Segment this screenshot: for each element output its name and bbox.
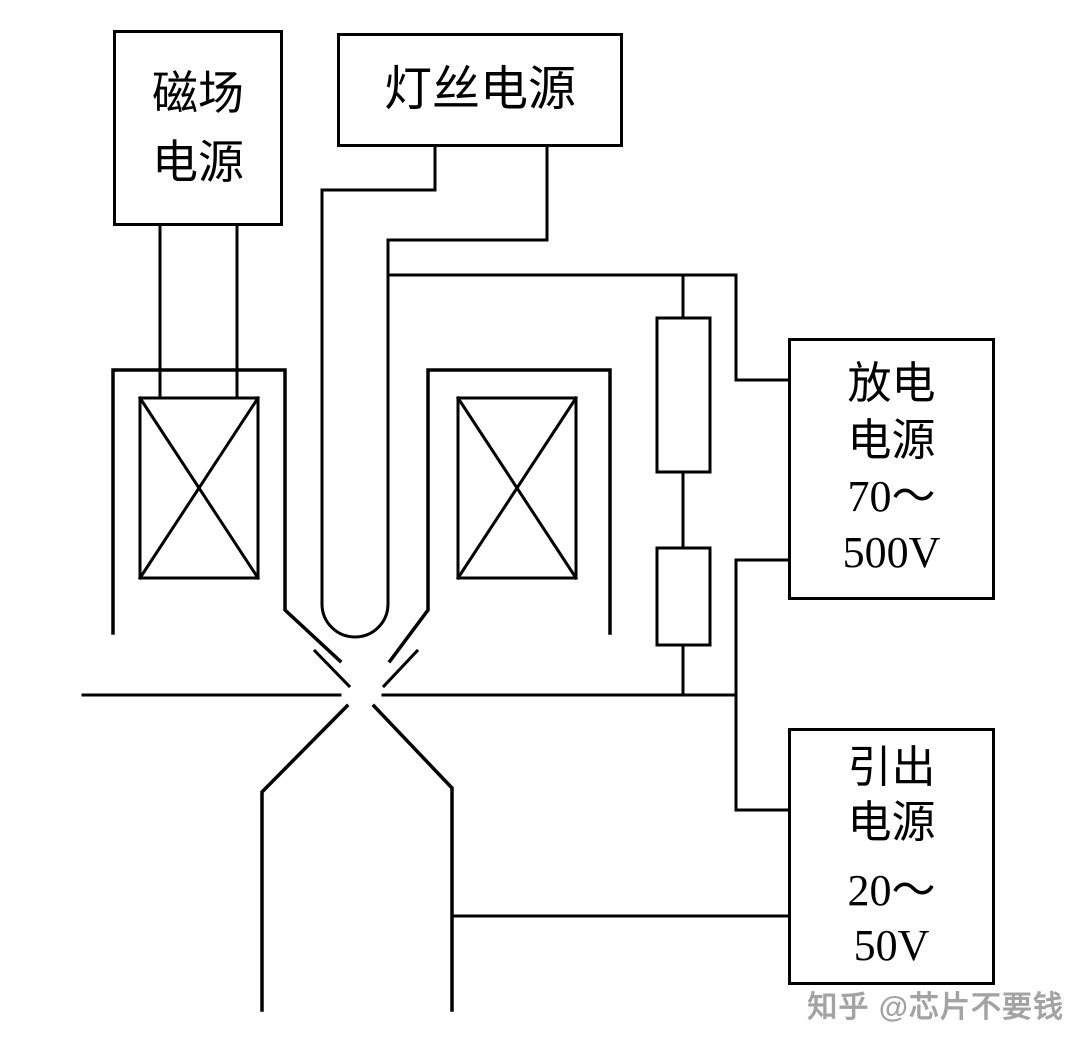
- magnetic-field-supply-box: 磁场 电源: [113, 30, 283, 226]
- extraction-supply-voltage-line2: 50V: [853, 920, 930, 970]
- discharge-supply-voltage-line2: 500V: [842, 528, 941, 578]
- slit-plate-left: [312, 648, 352, 689]
- discharge-supply-voltage-line1: 70～: [847, 472, 936, 521]
- extraction-supply-box: 引出 电源 20～ 50V: [788, 728, 995, 985]
- left-coil-symbol: [137, 395, 261, 581]
- discharge-extraction-common-wire: [734, 558, 790, 812]
- watermark-text: 知乎 @芯片不要钱: [807, 991, 1064, 1024]
- extraction-supply-label-line1: 引出: [847, 742, 936, 792]
- resistor-chain: [655, 316, 712, 647]
- extraction-electrode: [260, 703, 454, 1012]
- resistor-2-symbol: [655, 546, 712, 647]
- chamber-right-wall: [387, 368, 612, 664]
- filament-to-discharge-wire: [386, 273, 790, 382]
- filament-supply-box: 灯丝电源: [337, 33, 623, 147]
- extraction-electrode-right: [371, 703, 454, 1012]
- left-coil-diagonal-2: [137, 395, 261, 581]
- right-coil-frame: [456, 396, 578, 580]
- magnetic-field-supply-label-line2: 电源: [152, 137, 244, 188]
- chamber-left-wall: [111, 368, 343, 664]
- slit-plate-right: [381, 648, 420, 689]
- arc-chamber: [111, 368, 612, 689]
- discharge-supply-label-line1: 放电: [847, 359, 936, 409]
- discharge-supply-box: 放电 电源 70～ 500V: [788, 338, 995, 600]
- discharge-circuit-wires: [386, 273, 790, 812]
- filament-lead-right: [386, 146, 549, 606]
- resistor-1-symbol: [655, 316, 712, 474]
- right-coil-symbol: [455, 395, 579, 581]
- filament-assembly: [320, 146, 549, 639]
- extraction-electrode-left: [260, 703, 350, 1012]
- magnet-supply-wires: [158, 224, 239, 400]
- extraction-supply-voltage-line1: 20～: [847, 865, 936, 915]
- filament-supply-label: 灯丝电源: [383, 63, 576, 117]
- magnetic-field-supply-label-line1: 磁场: [152, 68, 244, 119]
- extraction-supply-label-line2: 电源: [847, 798, 936, 848]
- discharge-supply-label-line2: 电源: [847, 415, 936, 465]
- filament-lead-left: [320, 146, 437, 606]
- filament-hairpin-arc: [320, 602, 390, 639]
- right-coil-diagonal-2: [455, 395, 579, 581]
- left-coil-frame: [138, 396, 260, 580]
